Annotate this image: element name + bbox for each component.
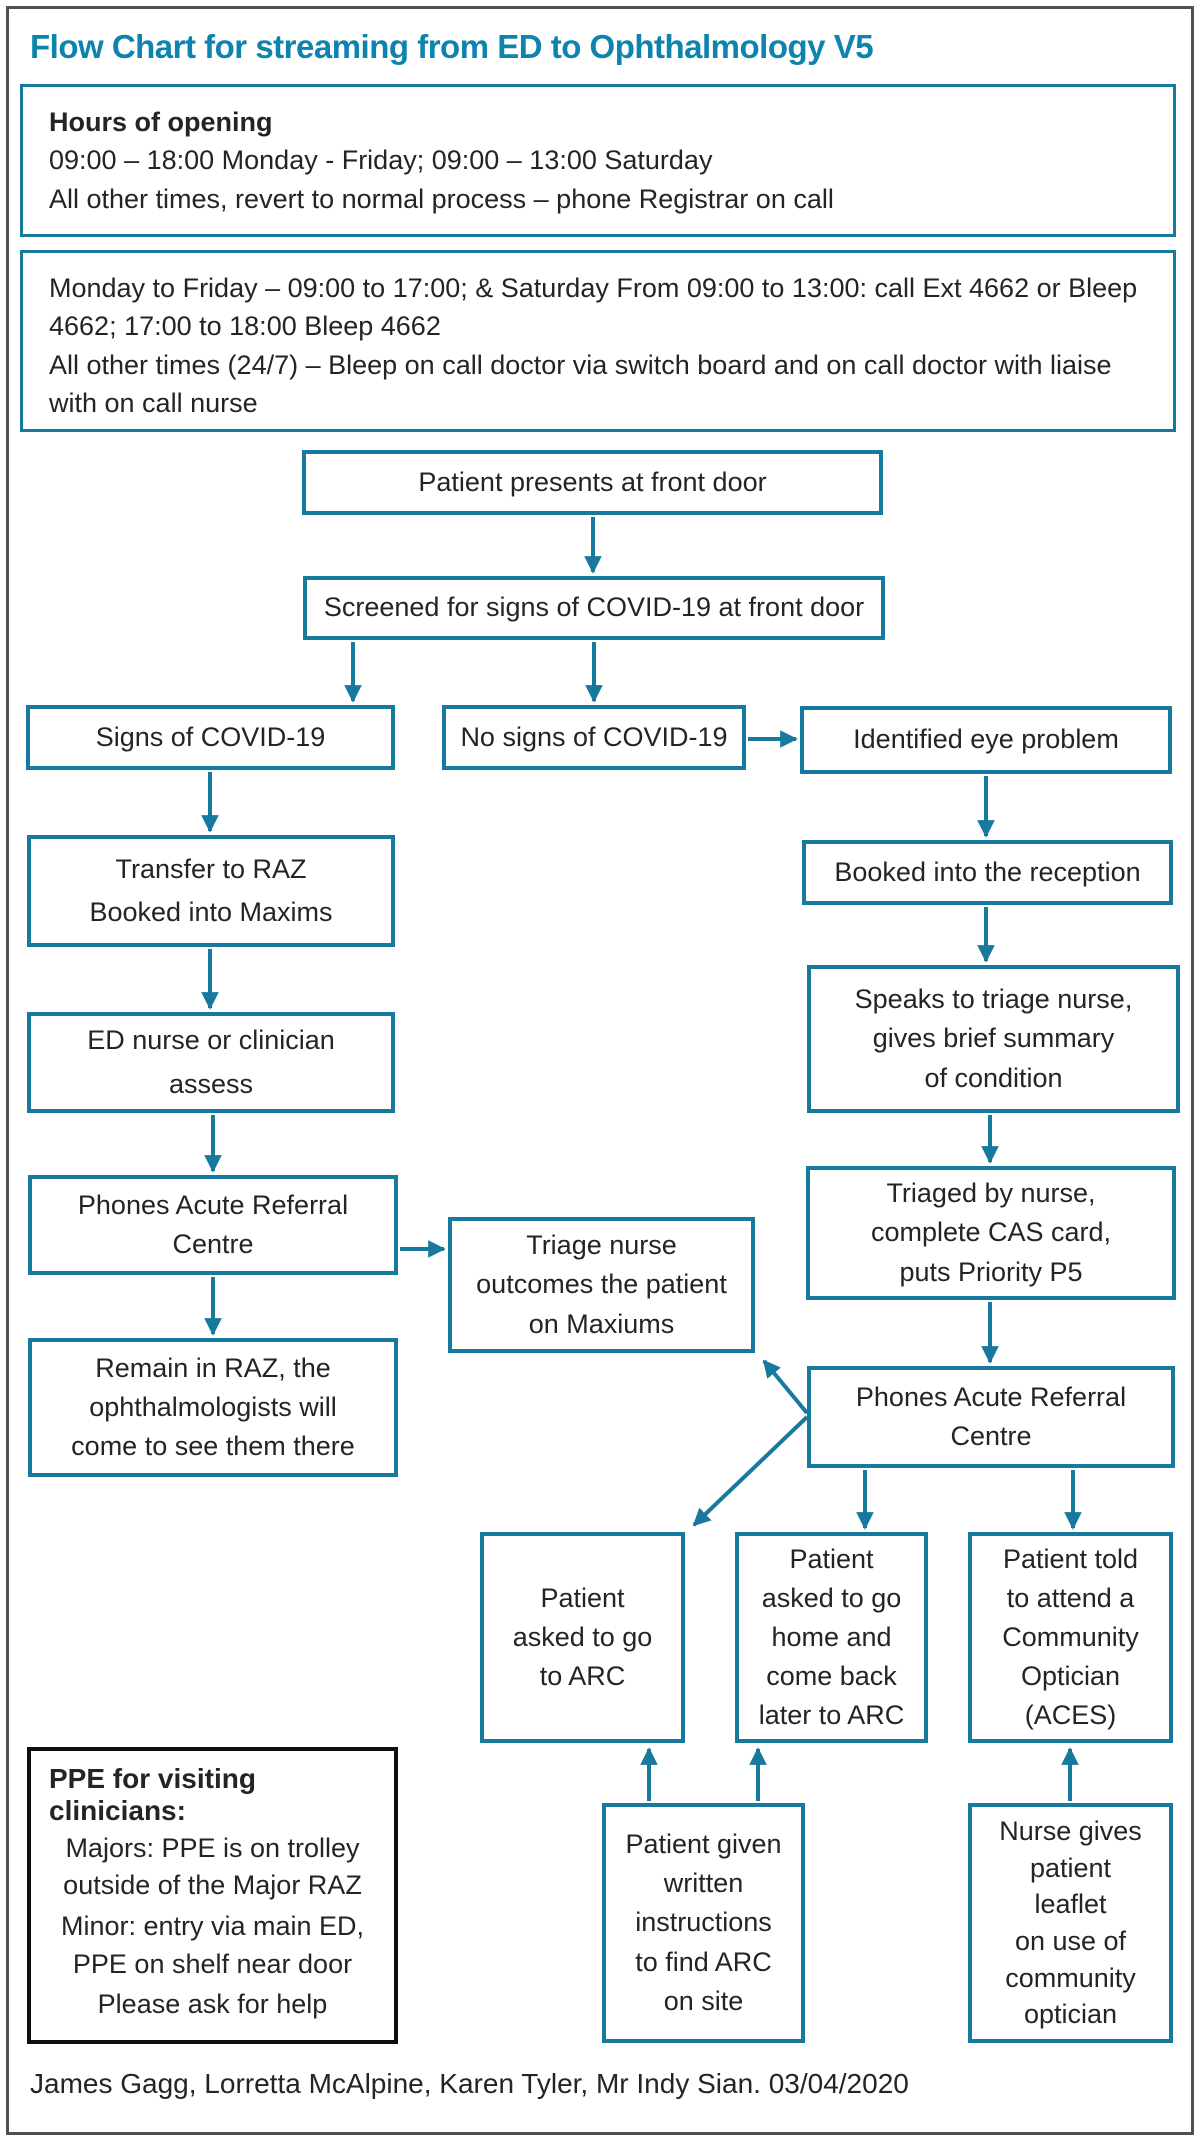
node-phones2: Phones Acute Referral Centre xyxy=(807,1366,1175,1468)
node-optician: Patient told to attend a Community Optic… xyxy=(968,1532,1173,1743)
node-triaged: Triaged by nurse, complete CAS card, put… xyxy=(806,1166,1176,1300)
node-signs: Signs of COVID-19 xyxy=(26,705,395,770)
ppe-help-text: Please ask for help xyxy=(97,1989,328,2020)
node-reception: Booked into the reception xyxy=(802,840,1173,905)
node-phones1: Phones Acute Referral Centre xyxy=(28,1175,398,1275)
node-ednurse: ED nurse or clinician assess xyxy=(27,1012,395,1113)
ppe-minor-text: Minor: entry via main ED, PPE on shelf n… xyxy=(60,1910,365,1979)
node-written: Patient given written instructions to fi… xyxy=(602,1803,805,2043)
ppe-heading: PPE for visiting clinicians: xyxy=(49,1763,256,1826)
node-speaks: Speaks to triage nurse, gives brief summ… xyxy=(807,965,1180,1113)
node-transfer: Transfer to RAZ Booked into Maxims xyxy=(27,835,395,947)
node-go_arc: Patient asked to go to ARC xyxy=(480,1532,685,1743)
node-remain: Remain in RAZ, the ophthalmologists will… xyxy=(28,1338,398,1477)
ppe-majors-text: Majors: PPE is on trolley outside of the… xyxy=(63,1832,362,1901)
node-present: Patient presents at front door xyxy=(302,450,883,515)
hours-line-2: All other times, revert to normal proces… xyxy=(49,183,834,214)
arrow-phones2-to-triage_outcome xyxy=(762,1359,809,1415)
hours-of-opening-box: Hours of opening 09:00 – 18:00 Monday - … xyxy=(20,84,1176,237)
contact-line-1: Monday to Friday – 09:00 to 17:00; & Sat… xyxy=(49,273,1138,342)
node-eye: Identified eye problem xyxy=(800,706,1172,774)
arrow-phones2-to-go_arc xyxy=(692,1415,809,1527)
node-triage_outcome: Triage nurse outcomes the patient on Max… xyxy=(448,1217,755,1353)
node-nosigns: No signs of COVID-19 xyxy=(442,705,746,770)
contact-numbers-box: Monday to Friday – 09:00 to 17:00; & Sat… xyxy=(20,250,1176,432)
contact-line-2: All other times (24/7) – Bleep on call d… xyxy=(49,349,1112,418)
hours-heading: Hours of opening xyxy=(49,107,273,137)
node-screened: Screened for signs of COVID-19 at front … xyxy=(303,576,885,640)
node-go_home: Patient asked to go home and come back l… xyxy=(735,1532,928,1743)
node-leaflet: Nurse gives patient leaflet on use of co… xyxy=(968,1803,1173,2043)
hours-line-1: 09:00 – 18:00 Monday - Friday; 09:00 – 1… xyxy=(49,145,713,176)
ppe-info-box: PPE for visiting clinicians: Majors: PPE… xyxy=(27,1747,398,2044)
footer-authors: James Gagg, Lorretta McAlpine, Karen Tyl… xyxy=(30,2068,909,2099)
page-title: Flow Chart for streaming from ED to Opht… xyxy=(30,28,874,65)
